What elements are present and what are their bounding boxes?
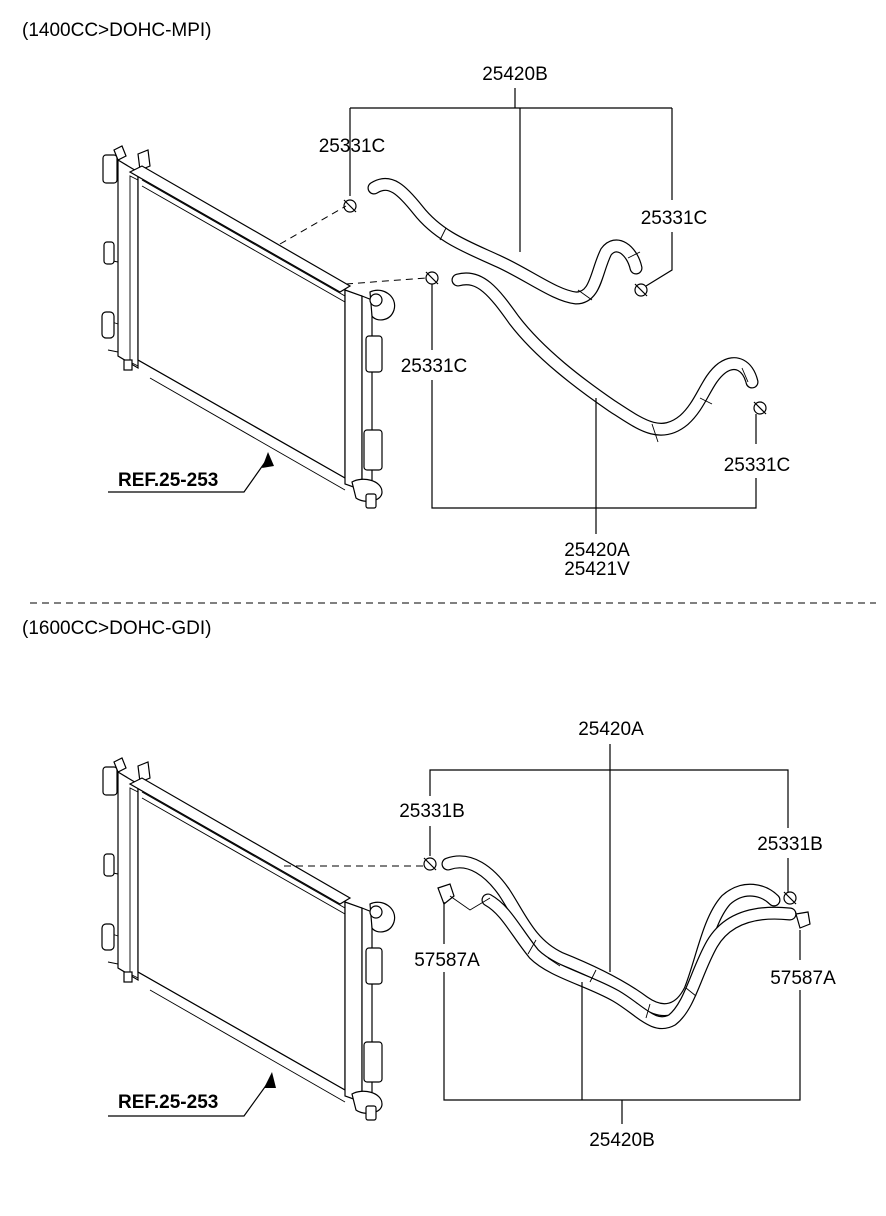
clip-connector — [449, 895, 491, 911]
radiator-1600cc — [101, 757, 396, 1121]
connector-line — [345, 277, 427, 285]
label-57587a: 57587A — [770, 968, 836, 989]
hose-25420a-upper — [441, 855, 781, 1017]
label-25331c: 25331C — [641, 208, 708, 229]
label-25331c: 25331C — [724, 455, 791, 476]
label-25331b: 25331B — [757, 834, 823, 855]
label-57587a: 57587A — [414, 950, 480, 971]
label-25331b: 25331B — [399, 801, 465, 822]
label-25420a: 25420A — [564, 540, 630, 561]
hose-25420b-upper — [367, 177, 643, 305]
clamp-icon — [423, 857, 437, 871]
label-25331c: 25331C — [319, 136, 386, 157]
arrow-icon — [264, 1072, 276, 1088]
arrow-icon — [262, 452, 274, 468]
leader-25420a — [431, 284, 757, 534]
section-header-1400cc: (1400CC>DOHC-MPI) — [22, 20, 212, 41]
label-25420a: 25420A — [578, 719, 644, 740]
leader-25420b — [443, 902, 801, 1124]
clip-icon — [795, 911, 811, 929]
section-1600cc: (1600CC>DOHC-GDI) 25420A 25331B 25331B 5… — [22, 618, 836, 1151]
ref-leader — [108, 457, 269, 493]
label-25420b: 25420B — [589, 1130, 655, 1151]
label-25421v: 25421V — [564, 559, 630, 580]
clamp-icon — [783, 891, 797, 905]
ref-label: REF.25-253 — [118, 470, 218, 491]
hose-bands — [527, 939, 697, 1019]
connector-line — [279, 205, 347, 245]
hose-25420b-lower — [481, 893, 797, 1030]
leader-25420b — [349, 88, 673, 287]
clamp-icon — [634, 283, 648, 297]
section-header-1600cc: (1600CC>DOHC-GDI) — [22, 618, 212, 639]
clamp-icon — [343, 199, 357, 213]
ref-leader — [108, 1079, 271, 1117]
leader-25420a — [429, 744, 789, 972]
label-25331c: 25331C — [401, 356, 468, 377]
clamp-icon — [753, 401, 767, 415]
ref-label: REF.25-253 — [118, 1092, 218, 1113]
clamp-icon — [425, 271, 439, 285]
section-1400cc: (1400CC>DOHC-MPI) 25420B 25331C 25331C 2… — [22, 20, 790, 580]
label-25420b: 25420B — [482, 64, 548, 85]
clip-icon — [437, 883, 455, 905]
hose-25420a-lower — [451, 272, 759, 443]
